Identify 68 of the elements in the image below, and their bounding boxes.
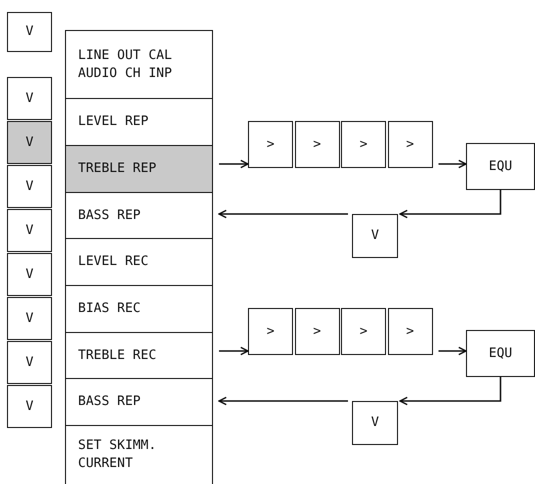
process-box <box>388 308 432 355</box>
arrow <box>219 346 249 356</box>
process-box <box>7 297 52 340</box>
box-label: V <box>26 134 34 152</box>
box-label: LINE OUT CAL AUDIO CH INP <box>78 47 173 82</box>
box-label: > <box>360 136 368 154</box>
box-label: EQU <box>488 158 512 176</box>
box-label: BASS REP <box>78 206 141 225</box>
box-label: LEVEL REP <box>78 113 148 132</box>
process-box <box>388 121 432 168</box>
box-label: > <box>266 136 274 154</box>
process-box <box>7 385 52 428</box>
box-label: SET SKIMM. CURRENT <box>78 437 158 472</box>
box-label: BASS REP <box>78 393 141 412</box>
box-label: V <box>26 354 34 372</box>
box-label: V <box>371 227 379 245</box>
arrow <box>219 160 249 168</box>
process-box <box>65 332 213 380</box>
arrow <box>438 160 467 168</box>
process-box <box>65 378 213 426</box>
box-label: V <box>371 414 379 432</box>
arrow <box>399 190 502 218</box>
process-box <box>294 308 340 355</box>
box-label: V <box>26 222 34 240</box>
process-box <box>341 308 386 355</box>
process-box <box>466 143 535 190</box>
box-label: V <box>26 266 34 284</box>
box-label: EQU <box>488 344 512 362</box>
box-label: V <box>26 90 34 108</box>
box-label: TREBLE REP <box>78 160 156 178</box>
box-label: V <box>26 398 34 416</box>
arrow <box>399 377 502 406</box>
box-label: LEVEL REC <box>78 253 148 272</box>
box-label: > <box>313 136 321 154</box>
box-label: BIAS REC <box>78 300 141 318</box>
arrow <box>218 210 348 218</box>
process-box <box>65 30 213 100</box>
box-label: > <box>406 322 414 340</box>
process-box <box>7 121 52 164</box>
process-box <box>352 214 398 258</box>
arrow <box>438 346 467 356</box>
process-box <box>65 145 213 194</box>
box-label: V <box>26 310 34 328</box>
process-box <box>65 425 213 484</box>
box-label: > <box>313 322 321 340</box>
process-box <box>65 192 213 240</box>
process-box <box>7 77 52 120</box>
process-box <box>352 401 398 445</box>
box-label: > <box>266 322 274 340</box>
process-box <box>466 330 535 377</box>
process-box <box>7 341 52 384</box>
box-label: V <box>26 23 34 41</box>
process-box <box>65 285 213 334</box>
box-label: V <box>26 178 34 196</box>
arrow <box>218 396 348 406</box>
box-label: TREBLE REC <box>78 346 156 365</box>
box-label: > <box>406 136 414 154</box>
box-label: > <box>360 322 368 340</box>
process-box <box>294 121 340 168</box>
process-box <box>7 253 52 296</box>
process-box <box>65 98 213 146</box>
process-box <box>7 209 52 252</box>
process-box <box>341 121 386 168</box>
process-box <box>248 121 293 168</box>
process-box <box>248 308 293 355</box>
process-box <box>65 238 213 286</box>
process-box <box>7 12 52 52</box>
process-box <box>7 165 52 208</box>
